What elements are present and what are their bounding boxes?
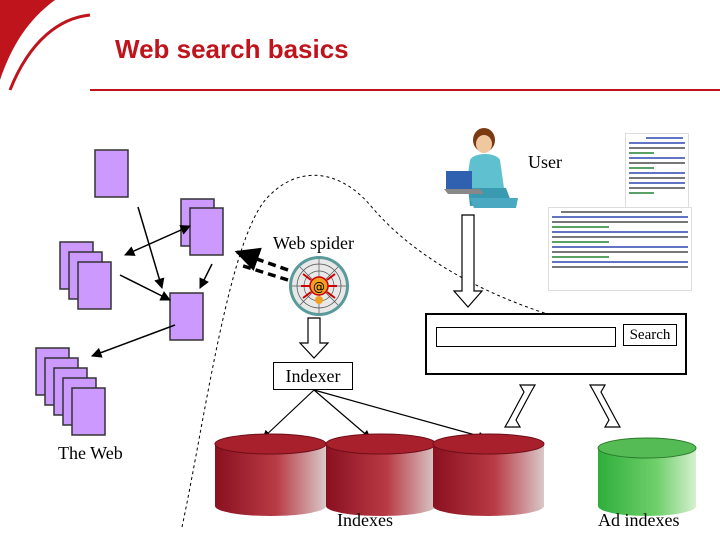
web-spider-label: Web spider (273, 233, 355, 253)
svg-text:@: @ (313, 280, 325, 294)
header-decoration (0, 0, 720, 91)
ad-index-database (597, 437, 697, 516)
spider-crawl-arrows (234, 247, 289, 282)
results-page-thumbnail-front (548, 207, 692, 291)
indexer-to-indexes-arrows (262, 389, 487, 441)
query-index-arrows (503, 384, 622, 428)
search-input[interactable] (436, 327, 616, 347)
ad-indexes-label: Ad indexes (598, 510, 680, 530)
results-page-thumbnail-back (625, 133, 689, 211)
search-button[interactable]: Search (623, 324, 677, 346)
web-page-stacks (35, 149, 224, 436)
user-label: User (528, 152, 562, 172)
page-title: Web search basics (115, 34, 349, 64)
indexes-label: Indexes (337, 510, 393, 530)
user-at-laptop-icon (444, 128, 518, 208)
search-to-results-arrow (628, 300, 640, 313)
spider-to-indexer-arrow (298, 317, 330, 359)
indexer-box: Indexer (273, 362, 353, 390)
spider-web-icon: @ (289, 256, 349, 316)
index-databases (214, 433, 545, 516)
the-web-label: The Web (58, 443, 123, 463)
link-arrows (91, 206, 213, 358)
user-to-search-arrow (452, 214, 484, 308)
